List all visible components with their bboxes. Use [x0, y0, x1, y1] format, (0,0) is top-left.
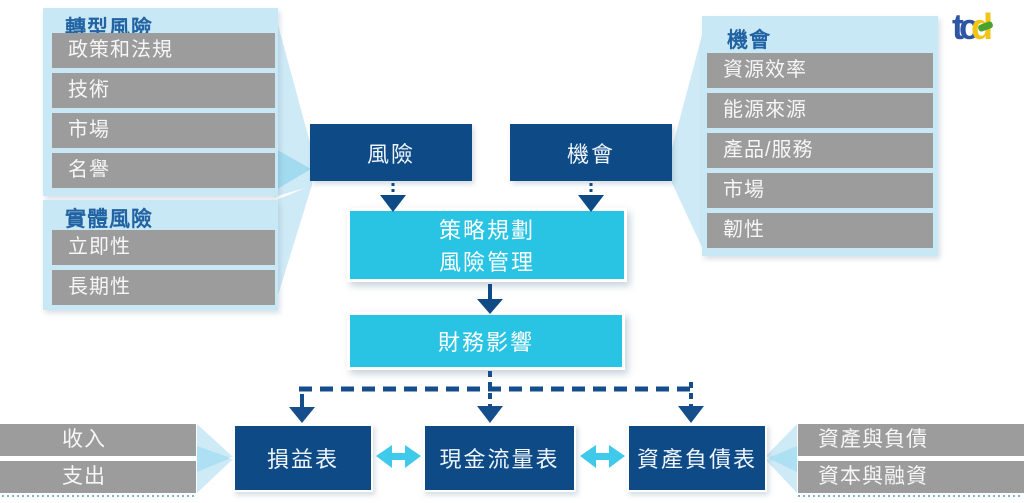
- box-strategy-risk-management: 策略規劃 風險管理: [347, 208, 627, 282]
- box-risk: 風險: [310, 124, 472, 181]
- item-policy-legal: 政策和法規: [52, 33, 275, 68]
- item-energy-source: 能源來源: [707, 93, 933, 128]
- bar-assets-liabilities: 資產與負債: [798, 424, 1024, 456]
- box-financial-impact: 財務影響: [347, 312, 625, 370]
- chevron-right-accent: [768, 446, 797, 472]
- strategy-line2: 風險管理: [438, 250, 535, 275]
- item-products-services: 產品/服務: [707, 133, 933, 168]
- item-resilience: 韌性: [707, 213, 933, 248]
- box-opportunity-label: 機會: [566, 141, 615, 167]
- box-risk-label: 風險: [366, 141, 415, 167]
- item-reputation: 名譽: [52, 153, 275, 188]
- chevron-left-accent: [197, 446, 231, 472]
- income-statement-label: 損益表: [266, 447, 339, 472]
- bar-expenditure: 支出: [0, 461, 196, 493]
- item-market-opportunity: 市場: [707, 173, 933, 208]
- bar-income: 收入: [0, 424, 196, 456]
- item-chronic: 長期性: [52, 270, 275, 305]
- connector-opportunity-panel-to-box: [672, 20, 706, 256]
- item-resource-efficiency: 資源效率: [707, 53, 933, 88]
- bar-capital-financing: 資本與融資: [798, 461, 1024, 493]
- connector-accent-triangle: [274, 148, 311, 191]
- box-cashflow-statement: 現金流量表: [423, 424, 576, 492]
- panel-opportunity-title: 機會: [727, 29, 771, 52]
- box-opportunity: 機會: [510, 124, 672, 181]
- cashflow-statement-label: 現金流量表: [439, 447, 560, 472]
- box-balance-sheet: 資產負債表: [627, 424, 767, 492]
- item-technology: 技術: [52, 73, 275, 108]
- chevron-assets-to-balance: [765, 424, 797, 457]
- item-acute: 立即性: [52, 230, 275, 265]
- connector-transition-to-risk: [274, 10, 312, 197]
- panel-physical-risk-title: 實體風險: [65, 208, 153, 231]
- balance-sheet-label: 資產負債表: [636, 447, 757, 472]
- box-income-statement: 損益表: [233, 424, 373, 492]
- connector-physical-to-risk: [274, 185, 312, 308]
- strategy-line1: 策略規劃: [438, 218, 535, 243]
- chevron-income-to-statement: [197, 424, 233, 457]
- tcfd-logo: tcd: [952, 6, 1016, 48]
- item-market-risk: 市場: [52, 113, 275, 148]
- financial-impact-label: 財務影響: [437, 330, 534, 355]
